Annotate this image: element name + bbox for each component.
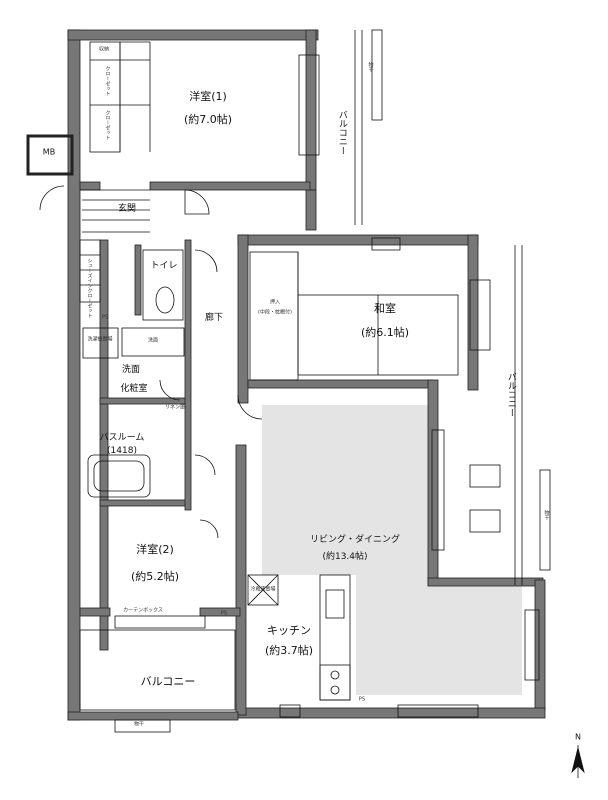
ps-label-2: PS [220, 610, 228, 617]
western1-size: (約7.0帖) [183, 112, 233, 126]
entrance-name: 玄関 [117, 204, 137, 215]
ps-label-3: PS [358, 696, 366, 703]
north-label: N [575, 732, 581, 742]
balcony-bottom-name: バルコニー [140, 674, 196, 688]
stand-right-label: 物干 [543, 510, 550, 520]
stand-top-label: 物干 [367, 62, 374, 72]
wm-label: 洗濯機置場 [87, 336, 113, 343]
wash-name: 洗面 [121, 365, 141, 376]
living-floor [262, 405, 522, 695]
bathroom-size: (1418) [107, 446, 137, 457]
curtain-box-label: カーテンボックス [123, 607, 163, 614]
walls [26, 29, 546, 721]
fridge-label: 冷蔵庫置場 [250, 586, 276, 593]
closet1-label: クローゼット [104, 66, 111, 96]
western2-name: 洋室(2) [136, 542, 174, 556]
oshiire-sub-label: (中段・枕棚付) [258, 309, 292, 316]
shoes-closet-label: シューズインクローゼット [86, 258, 93, 318]
mb-label: MB [42, 147, 56, 157]
closet2-label: クローゼット [104, 110, 111, 140]
balcony-right-name: バルコニー [505, 372, 516, 417]
storage-top-label: 収納 [98, 46, 110, 53]
living-size: (約13.4帖) [322, 552, 368, 563]
kitchen-size: (約3.7帖) [264, 643, 314, 657]
toilet-name: トイレ [150, 261, 178, 272]
hallway-name: 廊下 [204, 313, 224, 324]
thin-lines [39, 29, 585, 778]
balcony-top-name: バルコニー [336, 110, 347, 155]
western2-size: (約5.2帖) [130, 569, 180, 583]
japanese-size: (約6.1帖) [360, 325, 410, 339]
linen-label: リネン庫 [164, 404, 186, 411]
bathroom-name: パスルーム [99, 433, 145, 444]
ps-label-1: PS [101, 314, 109, 321]
western1-name: 洋室(1) [189, 89, 227, 103]
japanese-name: 和室 [374, 301, 396, 315]
oshiire-label: 押入 [269, 299, 281, 306]
stand-bottom-label: 物干 [133, 721, 145, 728]
kitchen-name: キッチン [267, 623, 311, 637]
living-name: リビング・ダイニング [309, 535, 401, 546]
sink-label: 洗面 [147, 337, 159, 344]
powder-room-name: 化粧室 [120, 384, 148, 395]
